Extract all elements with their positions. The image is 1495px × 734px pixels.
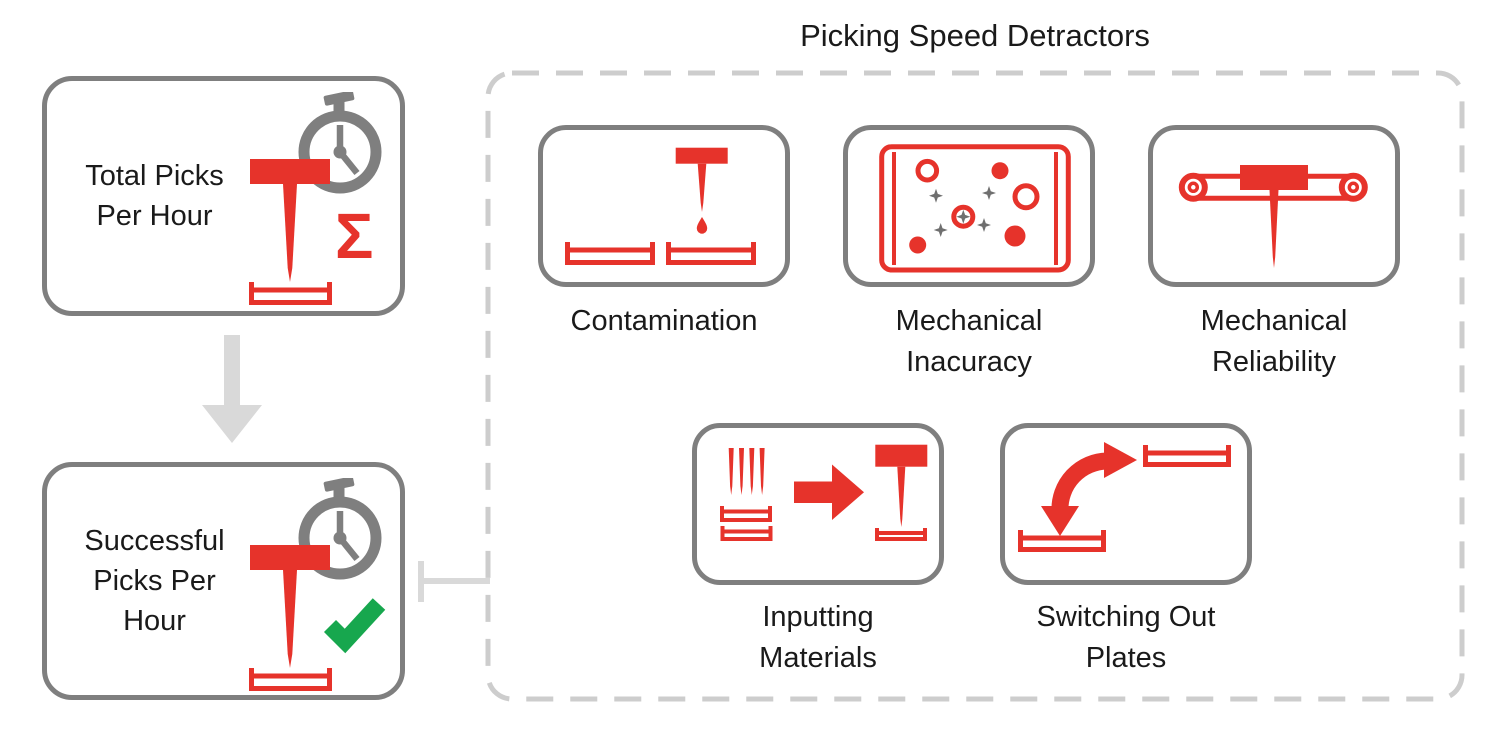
total-picks-label-line2: Per Hour bbox=[96, 200, 213, 232]
microplate-outline-icon bbox=[879, 144, 1071, 273]
successful-picks-label: Successful Picks Per Hour bbox=[47, 467, 262, 695]
pulley-icons bbox=[1178, 172, 1368, 202]
label-line: Contamination bbox=[570, 305, 758, 337]
label-line: Mechanical bbox=[895, 305, 1043, 337]
sigma-icon: Σ bbox=[335, 200, 373, 272]
flow-down-arrow-icon bbox=[202, 335, 262, 443]
successful-picks-icon bbox=[249, 478, 386, 691]
stopwatch-icon bbox=[298, 478, 382, 580]
mechanical-inaccuracy-icon bbox=[879, 144, 1071, 273]
checkmark-icon bbox=[323, 598, 386, 654]
switching-out-plates-icon bbox=[1018, 442, 1231, 552]
contamination-icon bbox=[565, 147, 756, 265]
total-picks-box: Total Picks Per Hour bbox=[42, 76, 405, 316]
detractor-box-contamination bbox=[538, 125, 790, 287]
successful-picks-box: Successful Picks Per Hour bbox=[42, 462, 405, 700]
label-line: Inputting bbox=[762, 601, 874, 633]
sample-plate-icon bbox=[249, 668, 332, 691]
pick-pin-icon bbox=[875, 444, 928, 527]
detractor-label-inputting-materials: Inputting Materials bbox=[658, 597, 978, 679]
inputting-materials-icon bbox=[720, 444, 928, 541]
stacked-plates-icon bbox=[720, 506, 773, 541]
detractor-box-mechanical-inaccuracy bbox=[843, 125, 1095, 287]
successful-picks-label-line2: Picks Per bbox=[93, 565, 216, 597]
pin-rack-icon bbox=[728, 448, 765, 495]
sample-plate-icon bbox=[249, 282, 332, 305]
label-line: Inacuracy bbox=[906, 346, 1032, 378]
sample-plates-icon bbox=[1018, 445, 1231, 552]
detractor-box-inputting-materials bbox=[692, 423, 944, 585]
label-line: Plates bbox=[1085, 642, 1167, 674]
detractor-box-switching-out-plates bbox=[1000, 423, 1252, 585]
detractor-label-switching-out-plates: Switching Out Plates bbox=[966, 597, 1286, 679]
label-line: Switching Out bbox=[1036, 601, 1216, 633]
swap-arrow-icon bbox=[1041, 442, 1137, 536]
label-line: Reliability bbox=[1211, 346, 1337, 378]
successful-picks-label-line3: Hour bbox=[123, 605, 186, 637]
detractor-label-contamination: Contamination bbox=[504, 301, 824, 342]
pick-pin-icon bbox=[250, 159, 330, 282]
mechanical-reliability-icon bbox=[1178, 165, 1368, 268]
carriage-pin-icon bbox=[1240, 165, 1308, 268]
detractor-box-mechanical-reliability bbox=[1148, 125, 1400, 287]
target-cross-icons bbox=[929, 186, 996, 237]
dripping-pin-icon bbox=[675, 147, 728, 234]
pick-pin-icon bbox=[250, 545, 330, 668]
label-line: Materials bbox=[759, 642, 877, 674]
total-picks-label: Total Picks Per Hour bbox=[47, 81, 262, 311]
total-picks-label-line1: Total Picks bbox=[85, 160, 224, 192]
label-line: Mechanical bbox=[1200, 305, 1348, 337]
detractor-label-mechanical-inaccuracy: Mechanical Inacuracy bbox=[809, 301, 1129, 383]
right-arrow-icon bbox=[794, 464, 864, 520]
detractors-title: Picking Speed Detractors bbox=[800, 18, 1150, 53]
sample-plate-icon bbox=[875, 528, 927, 541]
sample-plates-icon bbox=[565, 242, 756, 265]
microplate-rims-icon bbox=[892, 152, 1058, 265]
connector-line bbox=[420, 578, 490, 584]
detractor-label-mechanical-reliability: Mechanical Reliability bbox=[1114, 301, 1434, 383]
detractors-group-border bbox=[485, 70, 1465, 702]
total-picks-icon: Σ bbox=[249, 92, 382, 305]
successful-picks-label-line1: Successful bbox=[84, 525, 225, 557]
misplaced-wells-icon bbox=[909, 158, 1040, 254]
